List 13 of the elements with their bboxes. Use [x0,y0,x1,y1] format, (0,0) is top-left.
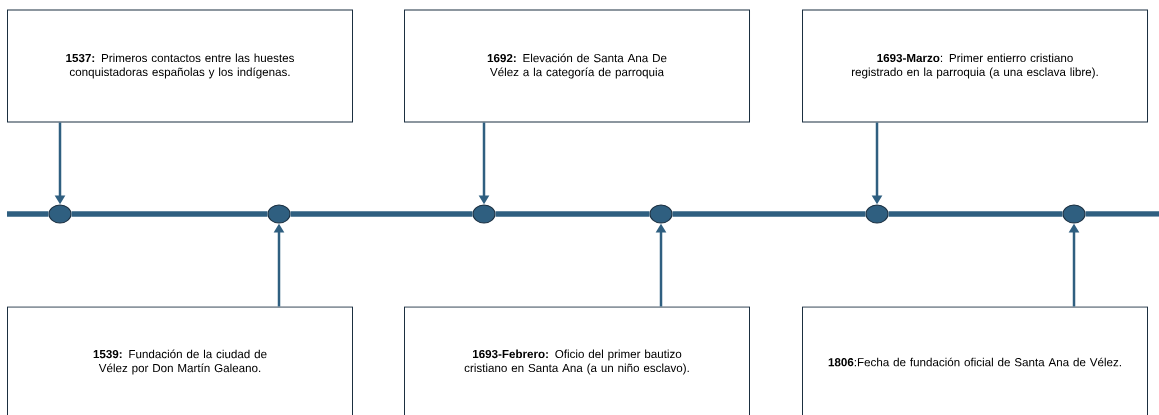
event-box: 1537: Primeros contactos entre las huestes conquistadoras españolas y los indígenas. [7,9,353,123]
event-box: 1806:Fecha de fundación oficial de Santa Ana de Vélez. [802,306,1148,415]
timeline-line [1085,211,1159,217]
timeline-line [290,211,473,217]
event-box: 1692: Elevación de Santa Ana De Vélez a la categoría de parroquia [404,9,750,123]
timeline-line [71,211,268,217]
timeline-line [672,211,866,217]
timeline-line [888,211,1063,217]
event-box: 1693-Marzo: Primer entierro cristiano registrado en la parroquia (a una esclava libre). [802,9,1148,123]
timeline-line [7,211,49,217]
event-box: 1539: Fundación de la ciudad de Vélez por Don Martín Galeano. [7,306,353,415]
event-box: 1693-Febrero: Oficio del primer bautizo cristiano en Santa Ana (a un niño esclavo). [404,306,750,415]
timeline-line [495,211,650,217]
